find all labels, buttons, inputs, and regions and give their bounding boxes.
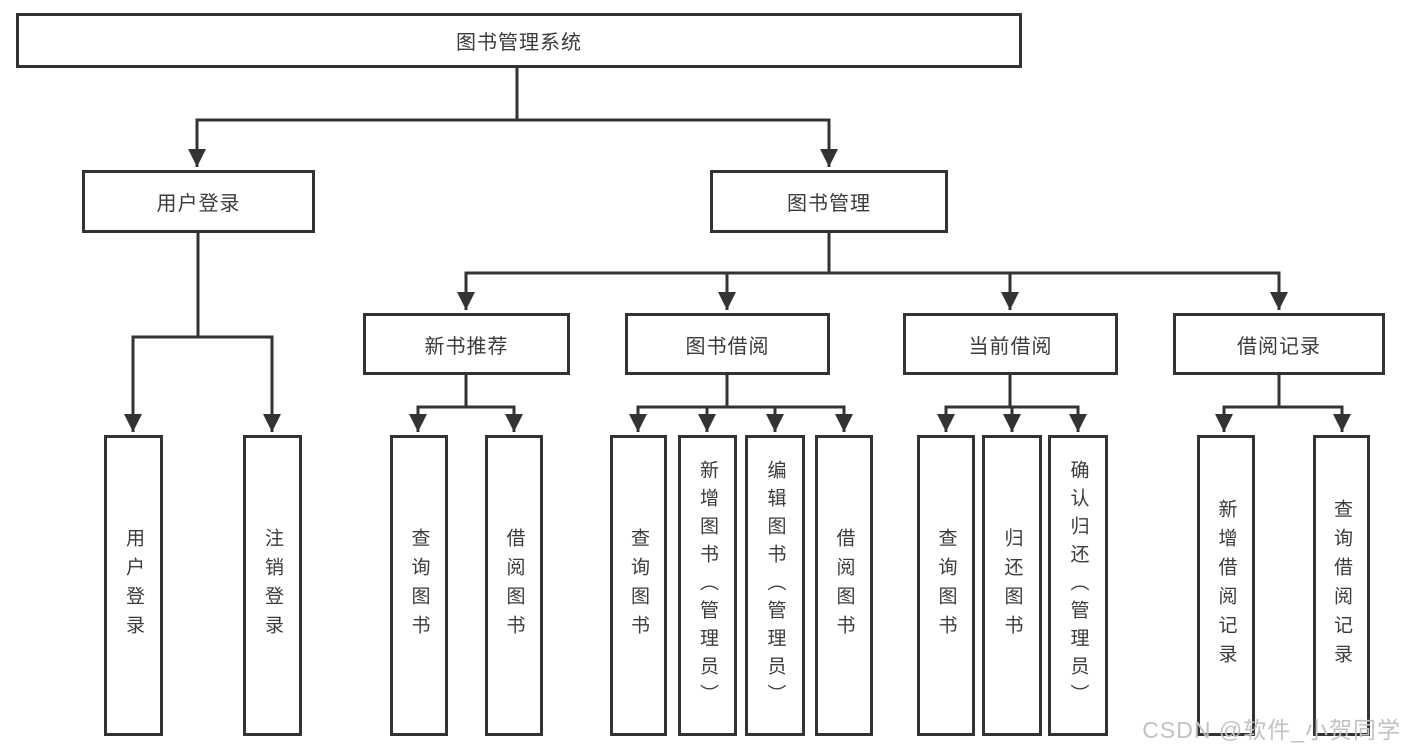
leaf-query-borrow-record-label: 查询借阅记录 xyxy=(1331,498,1352,673)
node-current-borrowing: 当前借阅 xyxy=(903,313,1118,375)
leaf-confirm-return-admin-label: 确认归还（管理员） xyxy=(1067,459,1089,712)
leaf-borrow-books-recommend: 借阅图书 xyxy=(485,435,543,736)
leaf-query-books-current: 查询图书 xyxy=(917,435,975,736)
node-book-borrowing: 图书借阅 xyxy=(625,313,830,375)
leaf-add-books-admin: 新增图书（管理员） xyxy=(678,435,737,736)
node-user-login: 用户登录 xyxy=(82,170,315,233)
leaf-query-books-recommend-label: 查询图书 xyxy=(408,527,430,644)
leaf-user-login: 用户登录 xyxy=(104,435,163,736)
leaf-user-login-label: 用户登录 xyxy=(123,527,144,644)
leaf-confirm-return-admin: 确认归还（管理员） xyxy=(1048,435,1108,736)
leaf-query-borrow-record: 查询借阅记录 xyxy=(1313,435,1370,736)
node-library-management-system: 图书管理系统 xyxy=(16,13,1022,68)
leaf-add-books-admin-label: 新增图书（管理员） xyxy=(697,459,718,712)
leaf-logout-label: 注销登录 xyxy=(262,527,283,644)
leaf-query-books-current-label: 查询图书 xyxy=(935,527,957,644)
node-new-book-recommendation: 新书推荐 xyxy=(363,313,570,375)
leaf-return-books: 归还图书 xyxy=(982,435,1042,736)
leaf-add-borrow-record: 新增借阅记录 xyxy=(1197,435,1255,736)
node-book-management: 图书管理 xyxy=(710,170,948,233)
leaf-borrow-books-label: 借阅图书 xyxy=(833,527,855,644)
leaf-query-books-borrowing: 查询图书 xyxy=(610,435,667,736)
leaf-edit-books-admin: 编辑图书（管理员） xyxy=(745,435,805,736)
csdn-watermark: CSDN @软件_小贺同学 xyxy=(1142,717,1401,743)
leaf-logout: 注销登录 xyxy=(243,435,302,736)
leaf-return-books-label: 归还图书 xyxy=(1001,527,1023,644)
leaf-borrow-books: 借阅图书 xyxy=(815,435,873,736)
leaf-add-borrow-record-label: 新增借阅记录 xyxy=(1215,498,1237,673)
leaf-query-books-recommend: 查询图书 xyxy=(390,435,448,736)
leaf-borrow-books-recommend-label: 借阅图书 xyxy=(503,527,525,644)
node-borrowing-records: 借阅记录 xyxy=(1173,313,1385,375)
leaf-edit-books-admin-label: 编辑图书（管理员） xyxy=(764,459,786,712)
leaf-query-books-borrowing-label: 查询图书 xyxy=(628,527,649,644)
